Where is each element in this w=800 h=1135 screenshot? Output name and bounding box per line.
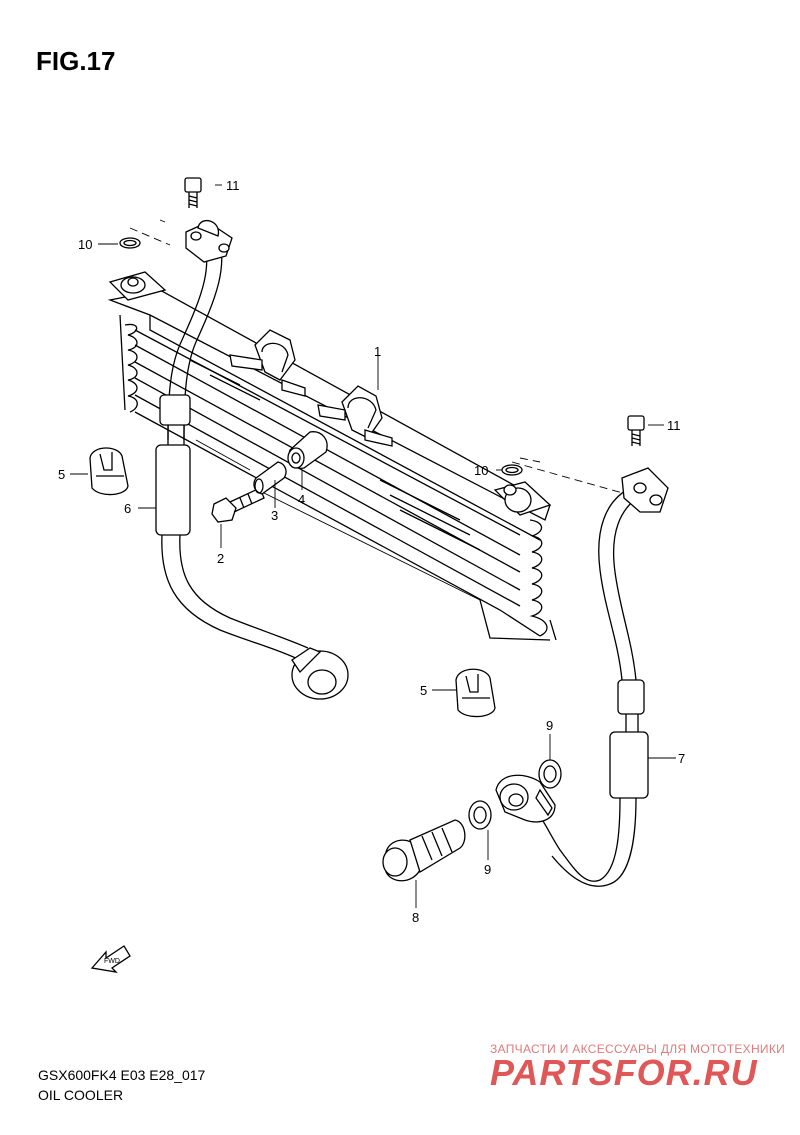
- oil-cooler-radiator: [107, 271, 557, 641]
- callout-5-left: 5: [58, 467, 65, 482]
- bolt-11-right: [627, 415, 645, 446]
- callout-3: 3: [271, 508, 278, 523]
- o-ring-10-right: [501, 464, 523, 476]
- bolt-11-left: [184, 177, 202, 208]
- callout-2: 2: [217, 551, 224, 566]
- o-ring-10-left: [119, 237, 141, 249]
- callout-7: 7: [678, 751, 685, 766]
- callout-6: 6: [124, 501, 131, 516]
- watermark-tagline: ЗАПЧАСТИ И АКСЕССУАРЫ ДЛЯ МОТОТЕХНИКИ: [490, 1042, 786, 1056]
- callout-9-upper: 9: [546, 718, 553, 733]
- collar-3: [253, 461, 287, 495]
- callout-10-right: 10: [474, 463, 488, 478]
- union-bolt-8: [382, 819, 466, 882]
- model-code: GSX600FK4 E03 E28_017: [38, 1067, 206, 1083]
- callout-11-right: 11: [667, 418, 681, 433]
- gasket-9-upper: [538, 759, 562, 789]
- callout-11-left: 11: [226, 178, 240, 193]
- oil-hose-right: [495, 467, 669, 887]
- fwd-arrow-icon: FWD: [90, 945, 131, 973]
- callout-10-left: 10: [78, 237, 92, 252]
- svg-text:FWD: FWD: [104, 958, 120, 965]
- gasket-9-lower: [468, 800, 492, 830]
- callout-4: 4: [298, 492, 305, 507]
- callout-8: 8: [412, 910, 419, 925]
- oil-hose-left: [155, 219, 349, 700]
- section-name: OIL COOLER: [38, 1087, 124, 1103]
- callout-5-right: 5: [420, 683, 427, 698]
- grommet-4: [287, 431, 328, 469]
- cushion-5-right: [455, 668, 496, 718]
- callout-1: 1: [374, 344, 381, 359]
- callout-9-lower: 9: [484, 862, 491, 877]
- cushion-5-left: [89, 447, 129, 496]
- figure-title: FIG.17: [36, 46, 116, 76]
- watermark-brand: PARTSFOR.RU: [490, 1052, 758, 1093]
- bolt-2: [211, 487, 265, 523]
